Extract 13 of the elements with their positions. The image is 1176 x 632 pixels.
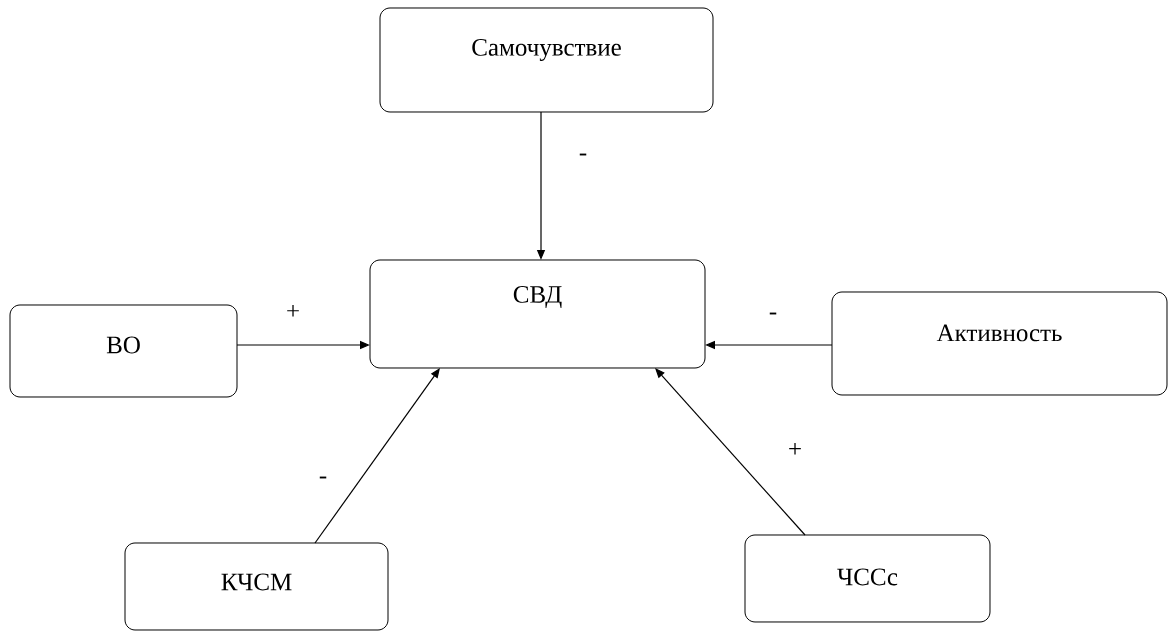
- edge-label: +: [284, 303, 302, 321]
- process-box: Активность: [831, 291, 1168, 396]
- process-box: КЧСМ: [124, 542, 389, 631]
- arrow: [314, 368, 440, 544]
- process-box: ЧССс: [744, 534, 991, 623]
- edge-label: -: [577, 152, 589, 162]
- process-box: Самочувствие: [379, 7, 714, 113]
- arrow: [655, 368, 806, 536]
- edge-label: +: [786, 441, 804, 459]
- process-box: СВД: [369, 259, 706, 369]
- process-box: ВО: [9, 304, 238, 398]
- edge-label: -: [767, 311, 779, 321]
- edge-label: -: [317, 475, 329, 485]
